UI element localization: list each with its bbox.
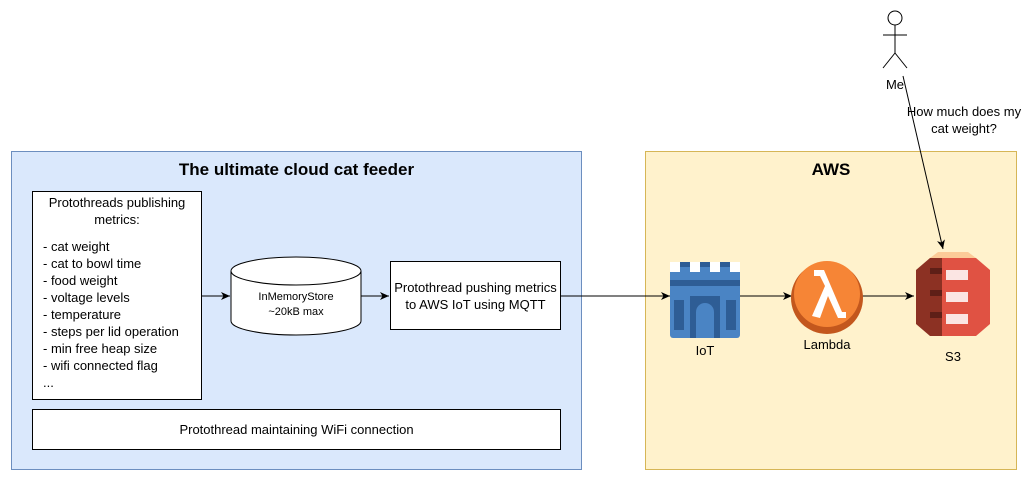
user-actor-icon <box>882 10 908 69</box>
metric-item: - voltage levels <box>43 290 130 305</box>
lambda-label: Lambda <box>803 337 851 352</box>
s3-label: S3 <box>945 349 961 364</box>
store-name: InMemoryStore <box>258 291 334 303</box>
metric-item: - food weight <box>43 273 118 288</box>
metric-item: - cat weight <box>43 239 110 254</box>
aws-iot-icon <box>670 262 740 338</box>
metric-item: - cat to bowl time <box>43 256 142 271</box>
mqtt-pusher-box: Protothread pushing metrics to AWS IoT u… <box>390 261 561 330</box>
aws-title: AWS <box>811 160 851 179</box>
in-memory-store-label: InMemoryStore ~20kB max <box>230 290 362 320</box>
user-label: Me <box>885 77 905 92</box>
store-size: ~20kB max <box>268 306 324 318</box>
metrics-box: Protothreads publishing metrics: - cat w… <box>32 191 202 400</box>
wifi-box: Protothread maintaining WiFi connection <box>32 409 561 450</box>
metric-item: - wifi connected flag <box>43 358 158 373</box>
mqtt-pusher-text: Protothread pushing metrics to AWS IoT u… <box>394 279 557 312</box>
iot-label: IoT <box>695 343 715 358</box>
arrow-me-to-s3 <box>902 75 945 250</box>
metric-item: - steps per lid operation <box>43 324 179 339</box>
metric-item: ... <box>43 375 54 390</box>
aws-s3-icon <box>916 252 990 336</box>
metric-item: - temperature <box>43 307 122 322</box>
in-memory-store-cylinder <box>230 256 362 336</box>
wifi-text: Protothread maintaining WiFi connection <box>179 422 414 437</box>
user-question: How much does my cat weight? <box>906 104 1022 136</box>
aws-lambda-icon <box>791 261 863 334</box>
metrics-list: - cat weight - cat to bowl time - food w… <box>43 238 191 391</box>
metrics-heading: Protothreads publishing metrics: <box>48 195 186 227</box>
metric-item: - min free heap size <box>43 341 158 356</box>
feeder-title: The ultimate cloud cat feeder <box>178 160 415 179</box>
